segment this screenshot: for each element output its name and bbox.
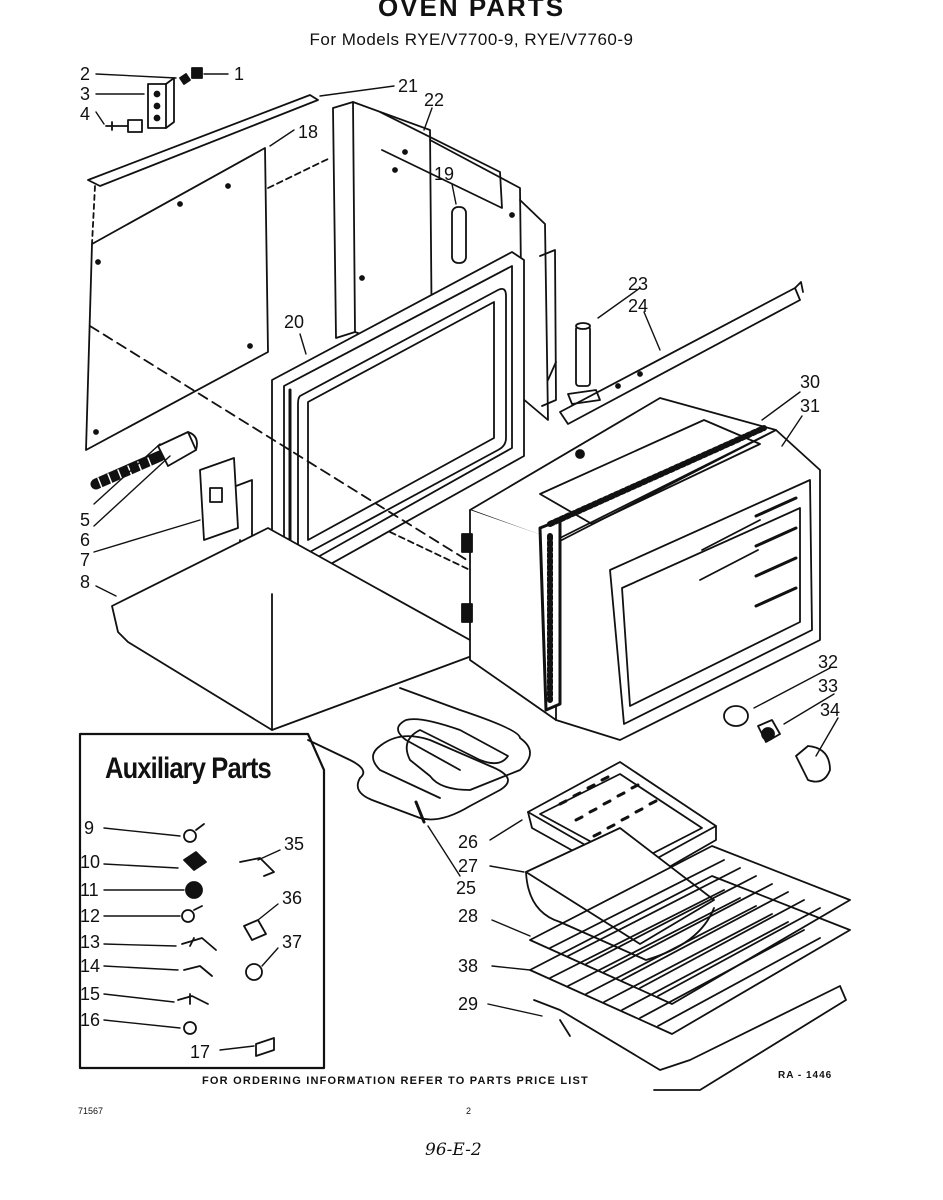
callout-7: 7 — [80, 550, 90, 570]
callout-5: 5 — [80, 510, 90, 530]
callout-20: 20 — [284, 312, 304, 332]
ordering-note: FOR ORDERING INFORMATION REFER TO PARTS … — [202, 1075, 589, 1087]
callout-19: 19 — [434, 164, 454, 184]
callout-2: 2 — [80, 64, 90, 84]
callout-15: 15 — [80, 984, 100, 1004]
callout-29: 29 — [458, 994, 478, 1014]
callout-labels: 1 2 3 4 5 6 7 8 9 10 11 12 13 14 15 16 1… — [80, 64, 840, 1062]
callout-12: 12 — [80, 906, 100, 926]
callout-30: 30 — [800, 372, 820, 392]
callout-13: 13 — [80, 932, 100, 952]
drawing-code: RA - 1446 — [778, 1070, 833, 1081]
callout-37: 37 — [282, 932, 302, 952]
callout-34: 34 — [820, 700, 840, 720]
part-broiler-pan — [525, 761, 717, 961]
callout-14: 14 — [80, 956, 100, 976]
auxiliary-part-icons — [177, 823, 275, 1057]
callout-22: 22 — [424, 90, 444, 110]
callout-21: 21 — [398, 76, 418, 96]
callout-4: 4 — [80, 104, 90, 124]
auxiliary-parts-title: Auxiliary Parts — [105, 752, 272, 785]
callout-9: 9 — [84, 818, 94, 838]
callout-25: 25 — [456, 878, 476, 898]
part-oven-cavity — [461, 397, 821, 741]
callout-35: 35 — [284, 834, 304, 854]
callout-28: 28 — [458, 906, 478, 926]
part-rear-panel — [85, 94, 331, 451]
part-igniter — [90, 431, 198, 490]
document-number: 71567 — [78, 1106, 104, 1116]
page-number: 2 — [466, 1106, 472, 1116]
auxiliary-parts-box — [78, 732, 326, 1070]
callout-8: 8 — [80, 572, 90, 592]
callout-38: 38 — [458, 956, 478, 976]
callout-26: 26 — [458, 832, 478, 852]
callout-6: 6 — [80, 530, 90, 550]
callout-16: 16 — [80, 1010, 100, 1030]
page-subtitle: For Models RYE/V7700-9, RYE/V7760-9 — [309, 30, 634, 49]
callout-23: 23 — [628, 274, 648, 294]
part-oven-racks — [529, 845, 851, 1091]
callout-leaders — [93, 73, 839, 1051]
part-bake-element — [307, 687, 531, 824]
part-oven-lamp — [723, 705, 831, 783]
callout-10: 10 — [80, 852, 100, 872]
callout-32: 32 — [818, 652, 838, 672]
handwritten-note: 96-E-2 — [425, 1140, 482, 1160]
callout-1: 1 — [234, 64, 244, 84]
callout-27: 27 — [458, 856, 478, 876]
callout-36: 36 — [282, 888, 302, 908]
callout-24: 24 — [628, 296, 648, 316]
callout-17: 17 — [190, 1042, 210, 1062]
callout-11: 11 — [80, 880, 99, 900]
page-title: OVEN PARTS — [377, 0, 566, 22]
callout-3: 3 — [80, 84, 90, 104]
callout-31: 31 — [800, 396, 820, 416]
callout-33: 33 — [818, 676, 838, 696]
part-mounting-rail — [559, 281, 804, 425]
callout-18: 18 — [298, 122, 318, 142]
part-bottom-panel — [111, 527, 489, 731]
part-terminal-block — [105, 67, 203, 133]
